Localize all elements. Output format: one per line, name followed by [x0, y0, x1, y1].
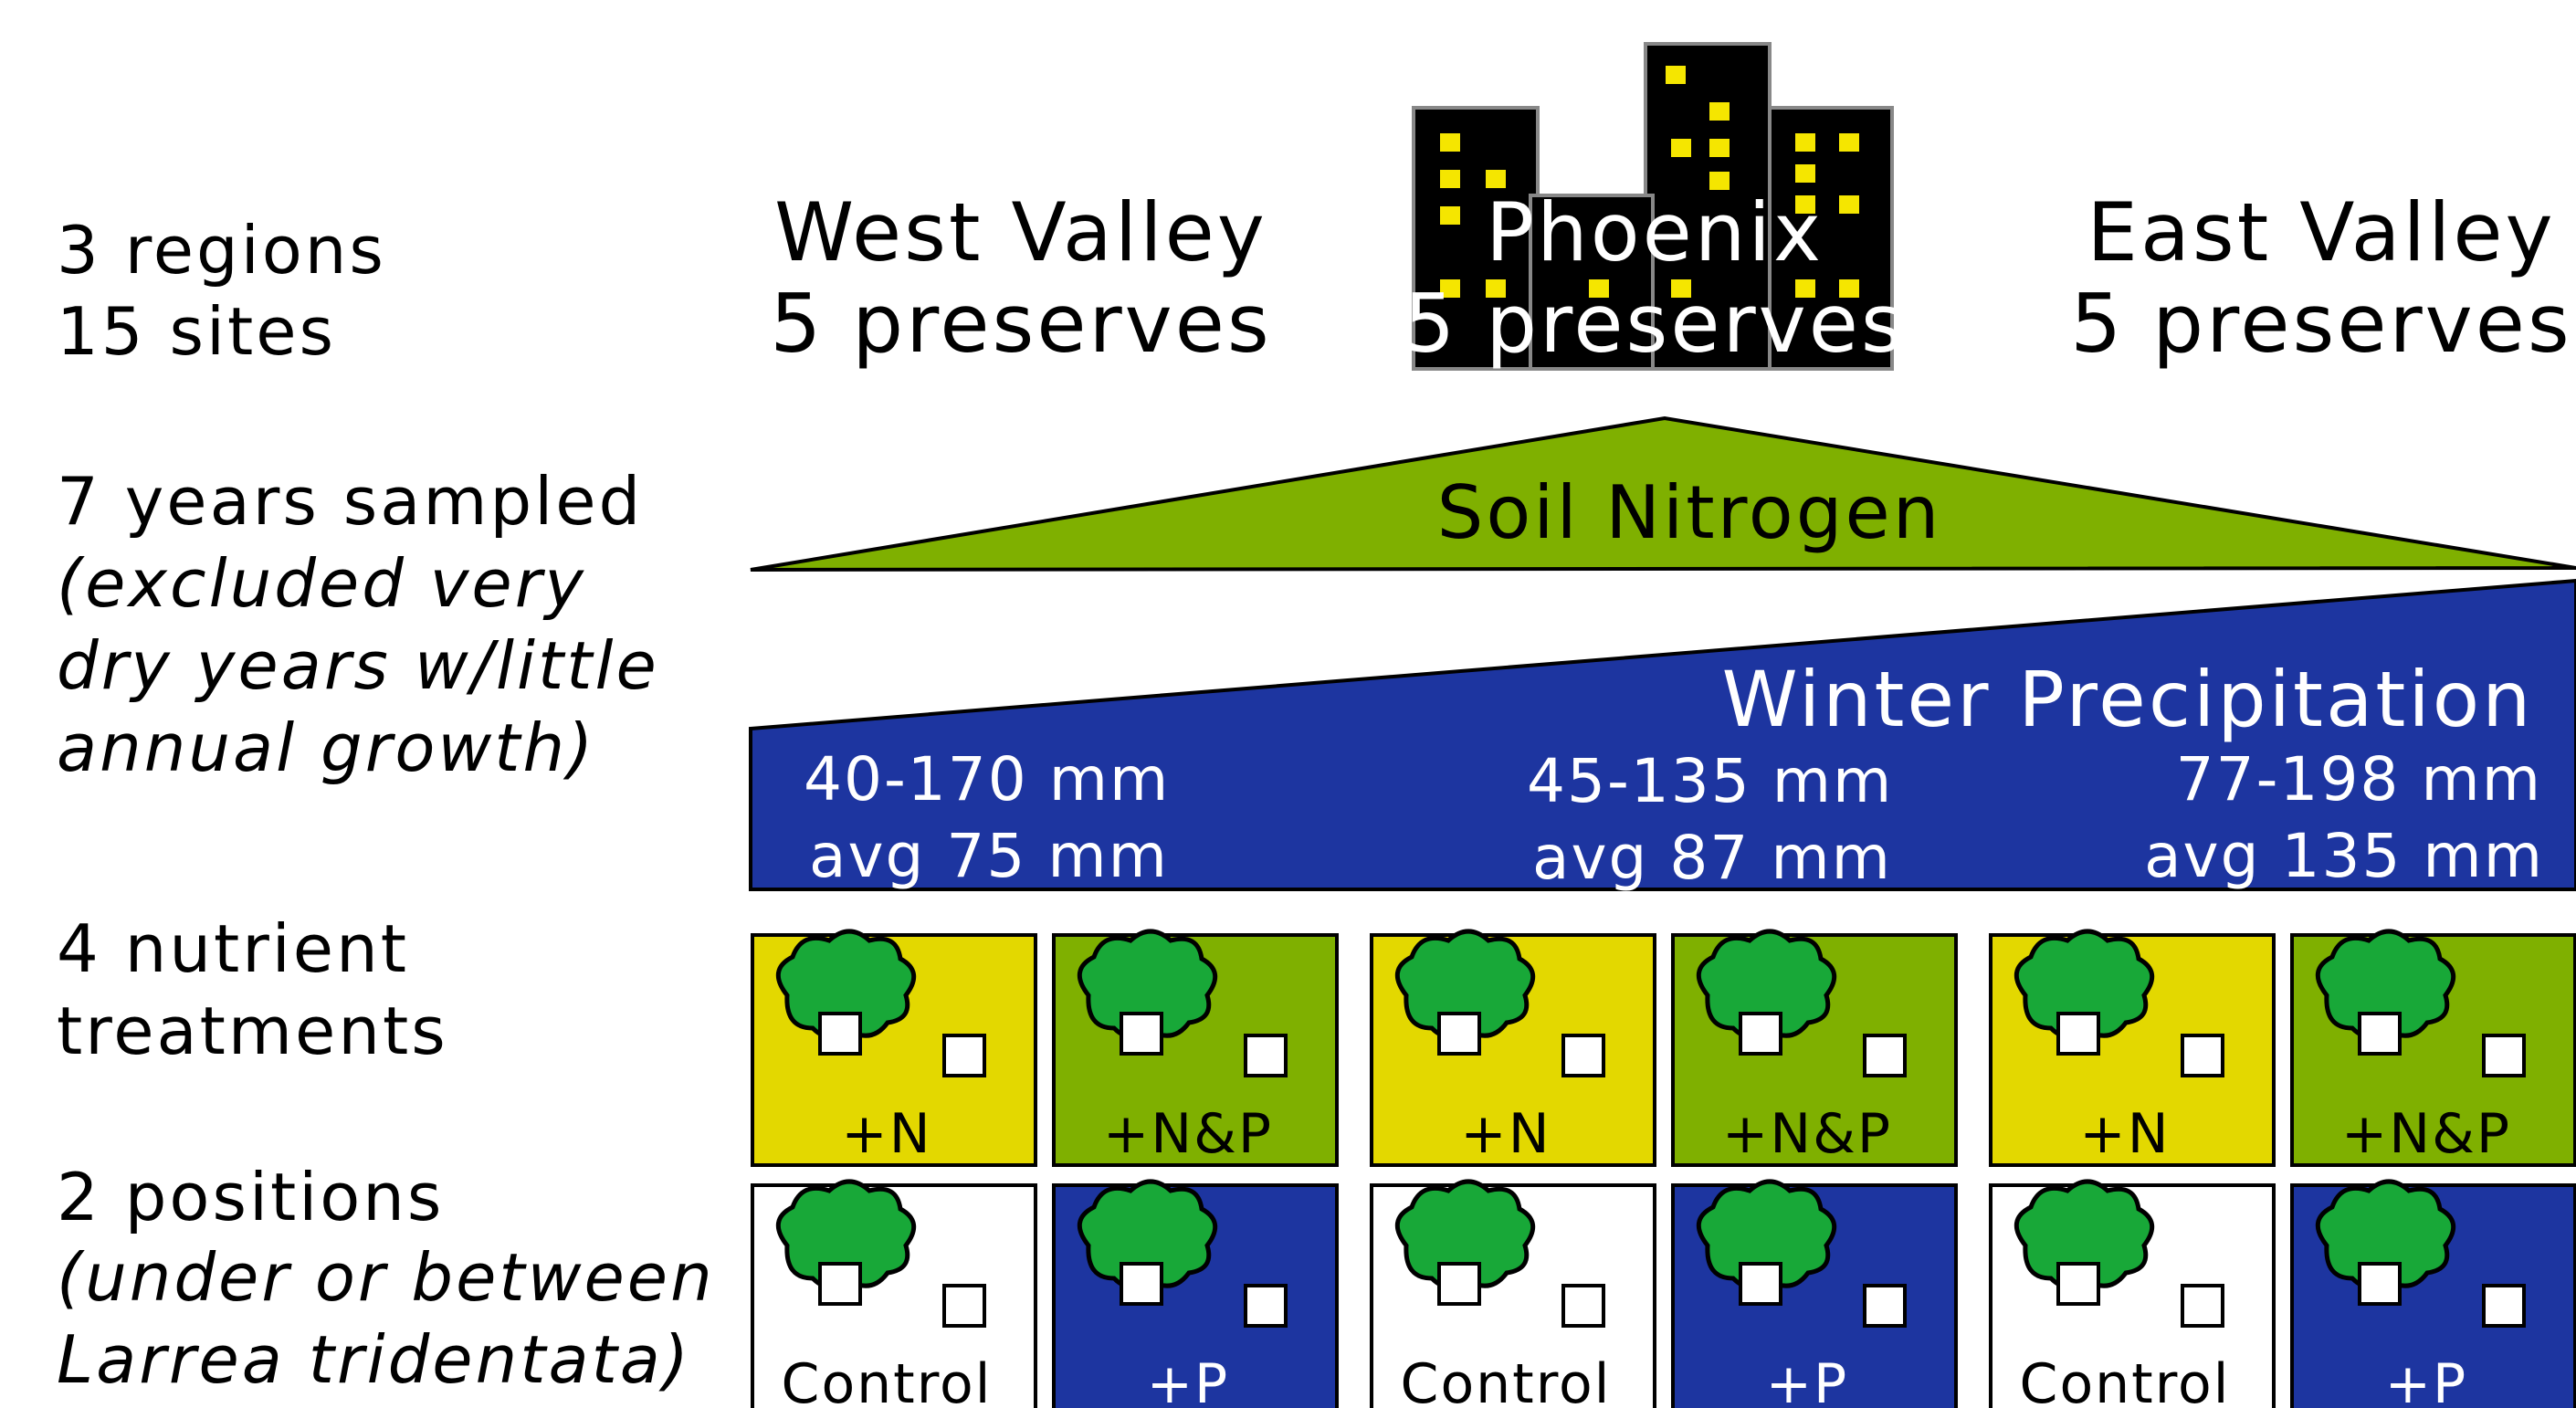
under-shrub-quadrat	[1437, 1262, 1481, 1306]
precip-east-range: 77-198 mm	[2175, 744, 2542, 814]
nutrient-treatments-label-2: treatments	[57, 993, 448, 1069]
positions-note-line-1: (under or between	[57, 1239, 715, 1316]
plot-p-region-0: +P	[1052, 1179, 1339, 1408]
positions-note-line-2: Larrea tridentata)	[57, 1321, 692, 1398]
years-sampled-label: 7 years sampled	[57, 463, 644, 540]
between-shrub-quadrat	[2482, 1034, 2526, 1077]
under-shrub-quadrat	[2358, 1262, 2402, 1306]
region-west-valley: West Valley 5 preserves	[747, 187, 1295, 370]
region-name: Phoenix	[1485, 185, 1824, 279]
plot-np-region-0: +N&P	[1052, 929, 1339, 1167]
nutrient-treatments-label-1: 4 nutrient	[57, 910, 409, 987]
between-shrub-quadrat	[2482, 1284, 2526, 1328]
region-name: West Valley	[774, 185, 1267, 279]
precip-west-range: 40-170 mm	[804, 744, 1171, 814]
under-shrub-quadrat	[1739, 1012, 1782, 1056]
treatment-label: +N	[1460, 1102, 1551, 1166]
winter-precipitation-wedge	[749, 578, 2576, 891]
between-shrub-quadrat	[1561, 1034, 1605, 1077]
years-note-line-3: annual growth)	[57, 709, 596, 786]
between-shrub-quadrat	[1244, 1034, 1288, 1077]
treatment-label: +N&P	[1722, 1102, 1892, 1166]
region-preserves: 5 preserves	[770, 277, 1272, 371]
under-shrub-quadrat	[1739, 1262, 1782, 1306]
between-shrub-quadrat	[1561, 1284, 1605, 1328]
between-shrub-quadrat	[942, 1034, 986, 1077]
region-preserves: 5 preserves	[2070, 277, 2572, 371]
treatment-label: Control	[1401, 1352, 1612, 1408]
under-shrub-quadrat	[2358, 1012, 2402, 1056]
region-east-valley: East Valley 5 preserves	[2066, 187, 2576, 370]
treatment-label: +N	[2079, 1102, 2170, 1166]
region-phoenix: Phoenix 5 preserves	[1381, 187, 1929, 370]
under-shrub-quadrat	[818, 1262, 862, 1306]
under-shrub-quadrat	[818, 1012, 862, 1056]
treatment-label: +N&P	[1103, 1102, 1273, 1166]
precip-phoenix-avg: avg 87 mm	[1532, 823, 1892, 893]
between-shrub-quadrat	[1244, 1284, 1288, 1328]
under-shrub-quadrat	[1120, 1012, 1163, 1056]
years-note-line-2: dry years w/little	[57, 627, 659, 704]
region-preserves: 5 preserves	[1404, 277, 1906, 371]
plot-n-region-2: +N	[1989, 929, 2276, 1167]
plot-np-region-1: +N&P	[1671, 929, 1958, 1167]
treatment-label: +P	[1147, 1352, 1229, 1408]
between-shrub-quadrat	[2181, 1284, 2224, 1328]
region-name: East Valley	[2087, 185, 2556, 279]
plot-p-region-1: +P	[1671, 1179, 1958, 1408]
treatment-label: +N	[841, 1102, 931, 1166]
under-shrub-quadrat	[1120, 1262, 1163, 1306]
positions-label: 2 positions	[57, 1159, 445, 1235]
between-shrub-quadrat	[1863, 1284, 1907, 1328]
under-shrub-quadrat	[2056, 1012, 2100, 1056]
treatment-label: Control	[2020, 1352, 2231, 1408]
plot-n-region-0: +N	[751, 929, 1037, 1167]
plot-np-region-2: +N&P	[2290, 929, 2576, 1167]
plot-n-region-1: +N	[1370, 929, 1656, 1167]
treatment-label: +N&P	[2341, 1102, 2511, 1166]
plot-p-region-2: +P	[2290, 1179, 2576, 1408]
treatment-plot-grid: +N +N&P Control +P +N +N&P Control +P +N +N&P Cont…	[751, 929, 2576, 1408]
treatment-label: Control	[782, 1352, 993, 1408]
plot-control-region-0: Control	[751, 1179, 1037, 1408]
plot-control-region-2: Control	[1989, 1179, 2276, 1408]
between-shrub-quadrat	[1863, 1034, 1907, 1077]
between-shrub-quadrat	[2181, 1034, 2224, 1077]
soil-nitrogen-label: Soil Nitrogen	[1436, 470, 1942, 555]
precip-east-avg: avg 135 mm	[2144, 821, 2544, 891]
precip-west-avg: avg 75 mm	[809, 821, 1169, 891]
under-shrub-quadrat	[1437, 1012, 1481, 1056]
plot-control-region-1: Control	[1370, 1179, 1656, 1408]
years-note-line-1: (excluded very	[57, 545, 586, 622]
regions-label: 3 regions	[57, 212, 386, 289]
treatment-label: +P	[2385, 1352, 2467, 1408]
treatment-label: +P	[1766, 1352, 1848, 1408]
city-skyline-icon	[1412, 42, 1894, 371]
under-shrub-quadrat	[2056, 1262, 2100, 1306]
precip-phoenix-range: 45-135 mm	[1527, 746, 1894, 816]
soil-nitrogen-triangle	[750, 415, 2576, 572]
winter-precipitation-label: Winter Precipitation	[1721, 655, 2534, 744]
sites-label: 15 sites	[57, 293, 337, 370]
between-shrub-quadrat	[942, 1284, 986, 1328]
